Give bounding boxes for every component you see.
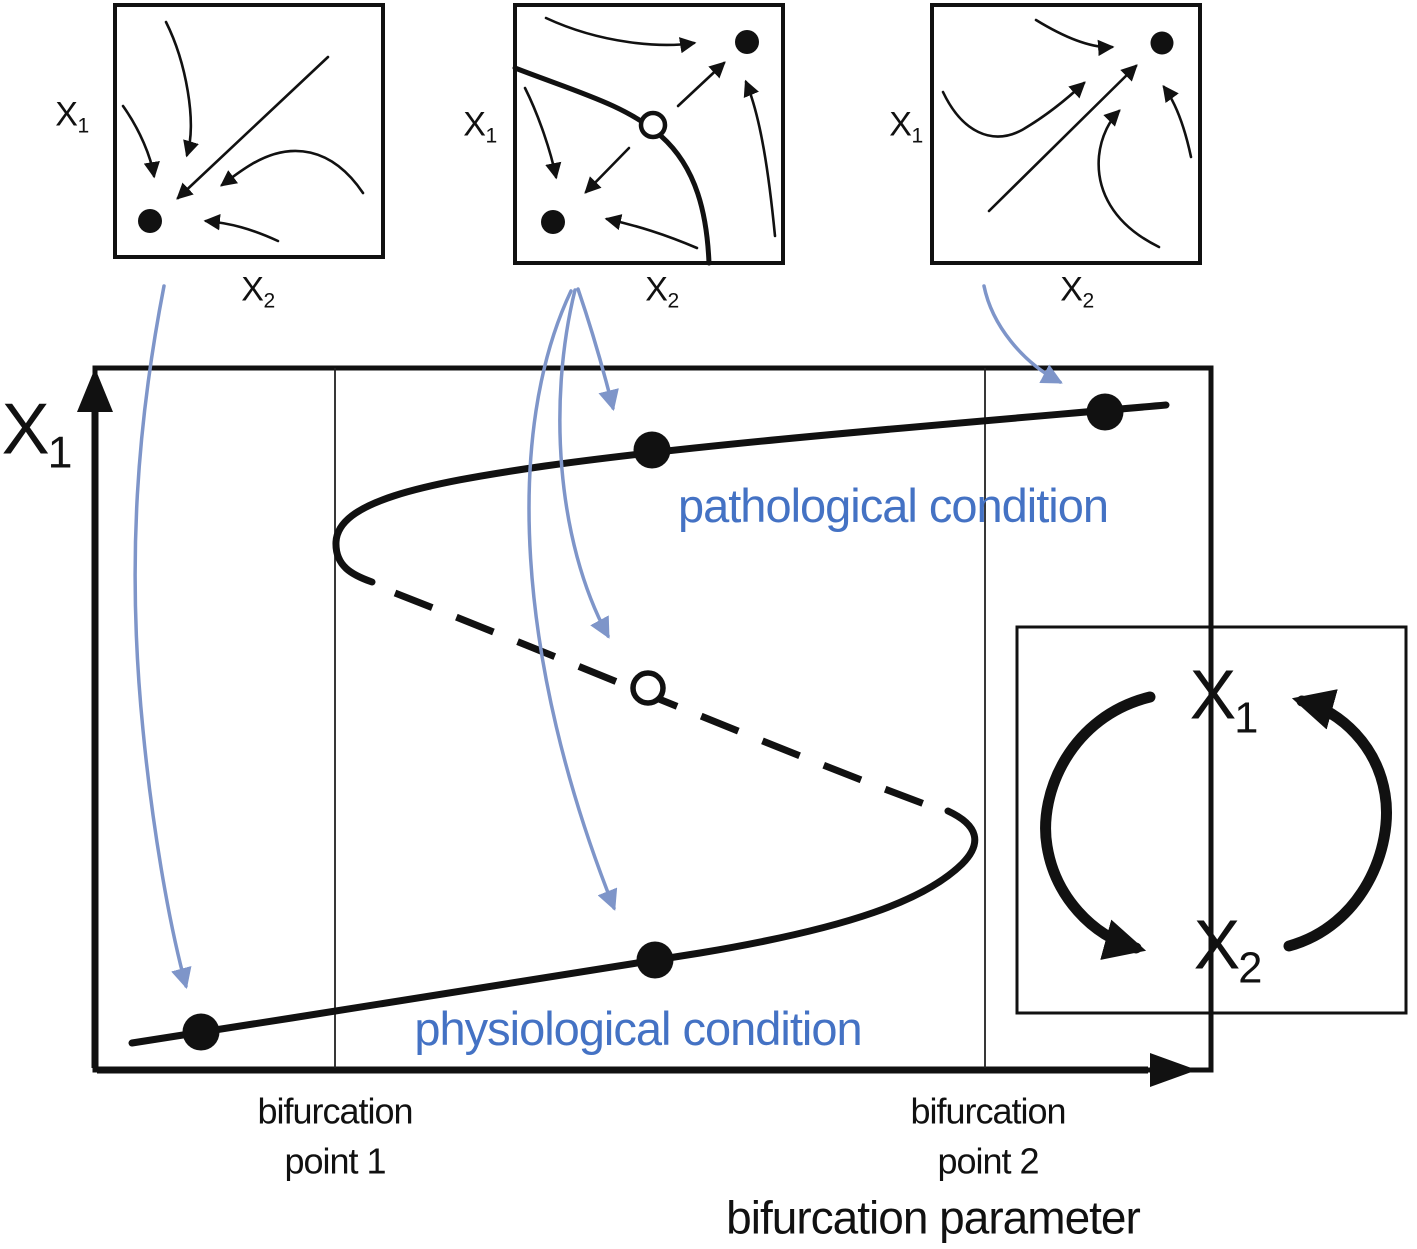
link-arrow-panel2-to-unstable-state (558, 288, 610, 639)
inset-x2-label: X2 (1193, 905, 1263, 993)
x-axis-arrowhead-icon (1150, 1053, 1197, 1087)
trajectory-arrow (584, 146, 631, 194)
bifurcation-point-1-label: bifurcation point 1 (257, 1086, 413, 1185)
inset-x1-label: X1 (1189, 655, 1259, 743)
trajectory-arrow (743, 79, 777, 238)
bifurcation-point-1-line1: bifurcation (257, 1090, 413, 1132)
link-arrow-panel3-to-high-state (982, 284, 1063, 384)
trajectory-arrow (523, 86, 562, 180)
panel1-y-axis-label: X1 (55, 95, 89, 138)
panel3-y-axis-label: X1 (889, 105, 923, 148)
trajectory-arrow (604, 214, 699, 250)
bifurcation-point-2-line1: bifurcation (910, 1090, 1066, 1132)
stable-point (1150, 31, 1174, 55)
bifurcation-point-1-line2: point 1 (284, 1140, 386, 1181)
trajectory-arrow (1097, 109, 1161, 249)
trajectory-arrow (1162, 85, 1193, 159)
bifurcation-point-2-line2: point 2 (937, 1140, 1039, 1181)
main-plot (77, 365, 1214, 1087)
trajectory-arrow (176, 55, 330, 200)
saddle-point (638, 110, 668, 140)
trajectory-arrow (676, 61, 726, 108)
pathological-condition-label: pathological condition (677, 479, 1109, 533)
bifurcation-point-2-label: bifurcation point 2 (910, 1086, 1066, 1185)
trajectory-arrow (1034, 18, 1115, 57)
stable-point-pathological-right (1086, 393, 1124, 431)
stable-point-pathological-mid (633, 431, 671, 469)
panel-link-arrows (133, 284, 1063, 990)
trajectory-arrow (544, 16, 697, 54)
phase-portrait-panel-1 (113, 3, 385, 259)
link-arrow-panel1-to-low-state (133, 284, 192, 990)
stable-point-physiological-mid (636, 941, 674, 979)
trajectory-arrow (164, 20, 199, 158)
x-axis-title: bifurcation parameter (726, 1191, 1141, 1244)
unstable-point (630, 670, 666, 706)
feedback-loop-inset (1015, 625, 1408, 1015)
y-axis-arrowhead-icon (77, 368, 113, 412)
panel1-frame (113, 3, 385, 259)
stable-point (138, 209, 162, 233)
link-arrow-panel2-to-upper-state (576, 287, 619, 412)
phase-portrait-panel-2 (512, 3, 785, 266)
trajectory-arrow (203, 213, 280, 243)
lower-stable-branch (128, 807, 979, 1047)
unstable-branch-dashed (393, 589, 948, 816)
trajectory-arrow (941, 81, 1086, 138)
loop-arrow-x2-to-x1 (1283, 689, 1392, 952)
phase-portrait-panel-3 (930, 3, 1202, 265)
trajectory-arrow (121, 104, 160, 179)
stable-point-high (735, 30, 759, 54)
upper-stable-branch (332, 401, 1170, 586)
panel3-x-axis-label: X2 (1060, 270, 1094, 313)
stable-point-physiological-left (182, 1013, 220, 1051)
link-arrow-panel2-to-lower-state (527, 289, 618, 911)
loop-arrow-x1-to-x2 (1040, 691, 1156, 960)
stable-point-low (541, 210, 565, 234)
panel2-x-axis-label: X2 (645, 270, 679, 313)
panel2-frame (513, 3, 785, 265)
panel2-y-axis-label: X1 (463, 105, 497, 148)
physiological-condition-label: physiological condition (414, 1002, 862, 1056)
trajectory-arrow (220, 149, 365, 195)
main-y-axis-label: X1 (1, 389, 73, 478)
trajectory-arrow (987, 64, 1138, 213)
panel3-frame (930, 3, 1202, 265)
inset-frame (1015, 625, 1408, 1015)
panel1-x-axis-label: X2 (241, 270, 275, 313)
